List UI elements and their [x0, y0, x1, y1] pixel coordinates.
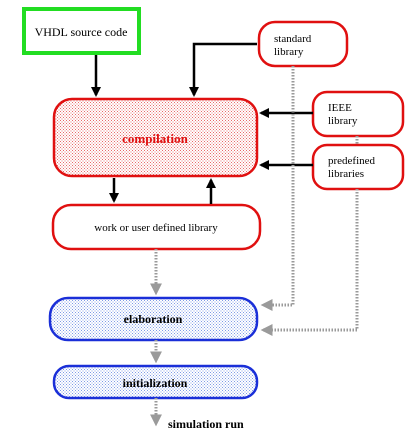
work-library-box: work or user defined library [51, 203, 262, 251]
predefined-libraries-line2: libraries [328, 168, 364, 180]
work-library-label: work or user defined library [94, 222, 218, 234]
source-code-label: VHDL source code [35, 25, 128, 39]
initialization-box: initialization [52, 364, 259, 400]
ieee-library-line1: IEEE [328, 102, 352, 114]
gray-arrow-predefined-to-elaboration [260, 189, 359, 336]
compilation-label: compilation [122, 131, 188, 146]
standard-library-box: standard library [257, 20, 349, 68]
source-code-box: VHDL source code [22, 7, 141, 55]
ieee-library-box: IEEE library [311, 90, 405, 138]
simulation-run-label: simulation run [168, 417, 244, 431]
arrow-standard-to-compilation [189, 42, 257, 97]
elaboration-box: elaboration [48, 296, 259, 342]
initialization-label: initialization [123, 376, 188, 390]
ieee-library-line2: library [328, 115, 358, 127]
compilation-box: compilation [52, 97, 259, 178]
standard-library-line1: standard [274, 33, 312, 45]
elaboration-label: elaboration [124, 312, 183, 326]
gray-arrow-standard-to-elaboration [260, 66, 295, 311]
standard-library-line2: library [274, 46, 304, 58]
predefined-libraries-box: predefined libraries [311, 143, 405, 191]
predefined-libraries-line1: predefined [328, 155, 376, 167]
